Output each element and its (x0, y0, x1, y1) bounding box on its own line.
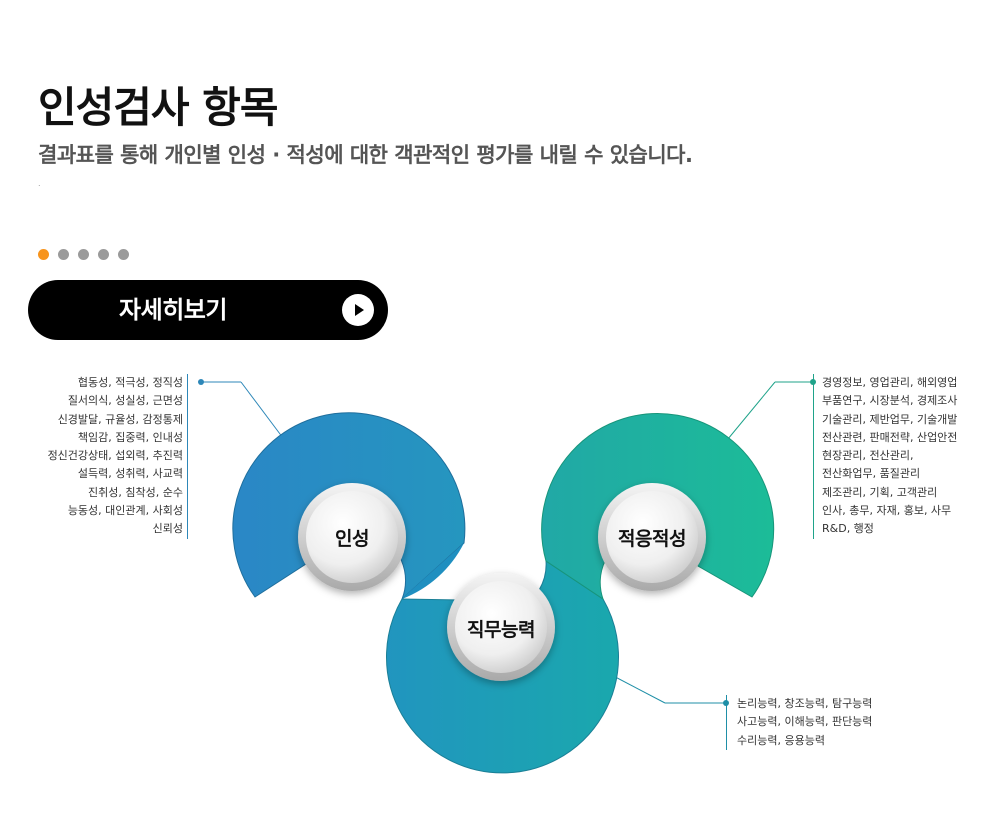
circle-job (447, 573, 555, 681)
view-details-button[interactable]: 자세히보기 (28, 280, 388, 340)
list-item: 부품연구, 시장분석, 경제조사 (822, 394, 958, 408)
list-item: 책임감, 집중력, 인내성 (77, 430, 183, 444)
band-middle (402, 543, 464, 599)
list-item: 기술관리, 제반업무, 기술개발 (822, 412, 958, 426)
list-item: 전산화업무, 품질관리 (822, 467, 921, 481)
list-item: 수리능력, 응용능력 (737, 733, 825, 747)
list-item: 현장관리, 전산관리, (822, 449, 914, 463)
list-item: 신경발달, 규율성, 감정통제 (57, 412, 183, 426)
list-item: 협동성, 적극성, 정직성 (77, 376, 183, 389)
pager-dot-2[interactable] (58, 249, 69, 260)
circle-aptitude (598, 483, 706, 591)
list-item: 진취성, 침착성, 순수 (88, 485, 183, 499)
list-item: 신뢰성 (152, 522, 183, 536)
aptitude-item-list: 경영정보, 영업관리, 해외영업 부품연구, 시장분석, 경제조사 기술관리, … (813, 374, 957, 539)
job-item-list: 논리능력, 창조능력, 탐구능력 사고능력, 이해능력, 판단능력 수리능력, … (726, 695, 872, 750)
list-item: 능동성, 대인관계, 사회성 (67, 504, 183, 518)
personality-item-list: 협동성, 적극성, 정직성 질서의식, 성실성, 근면성 신경발달, 규율성, … (48, 374, 188, 539)
connector-right (722, 379, 816, 446)
page-title: 인성검사 항목 (38, 83, 278, 132)
list-item: 전산관련, 판매전략, 산업안전 (822, 430, 958, 444)
circle-personality (298, 483, 406, 591)
pager-dot-1[interactable] (38, 249, 49, 260)
list-item: 설득력, 성취력, 사교력 (77, 467, 183, 481)
list-item: 인사, 총무, 자재, 홍보, 사무 (822, 504, 952, 518)
small-mark: . (38, 179, 41, 188)
list-item: 경영정보, 영업관리, 해외영업 (822, 376, 958, 389)
connector-bottom (601, 669, 729, 706)
slide-pager (38, 249, 129, 260)
view-details-label: 자세히보기 (119, 296, 227, 324)
play-icon (342, 294, 374, 326)
pager-dot-4[interactable] (98, 249, 109, 260)
list-item: R&D, 행정 (822, 522, 874, 536)
pager-dot-5[interactable] (118, 249, 129, 260)
list-item: 질서의식, 성실성, 근면성 (67, 394, 183, 408)
connector-left (198, 379, 287, 443)
page-subtitle: 결과표를 통해 개인별 인성 · 적성에 대한 객관적인 평가를 내릴 수 있습… (38, 143, 693, 167)
list-item: 논리능력, 창조능력, 탐구능력 (737, 697, 873, 710)
list-item: 사고능력, 이해능력, 판단능력 (737, 715, 873, 729)
list-item: 정신건강상태, 섭외력, 추진력 (47, 449, 183, 463)
pager-dot-3[interactable] (78, 249, 89, 260)
list-item: 제조관리, 기획, 고객관리 (822, 485, 938, 499)
